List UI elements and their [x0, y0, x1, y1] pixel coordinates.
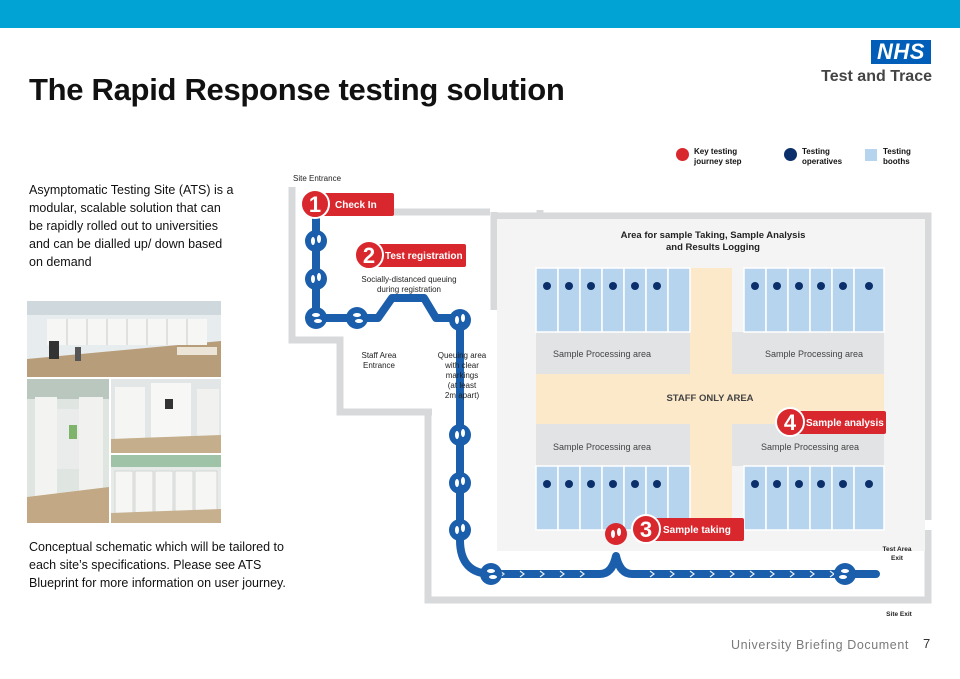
legend-booths-label: Testing booths	[883, 147, 911, 167]
step-2-label: Test registration	[385, 251, 463, 262]
step-1-number: 1	[309, 192, 321, 217]
booths-top-right	[743, 267, 885, 333]
page-title: The Rapid Response testing solution	[29, 72, 565, 107]
site-photo-booths-row	[111, 379, 221, 453]
legend-key-step-line2: journey step	[694, 157, 742, 166]
area-title-line1: Area for sample Taking, Sample Analysis	[621, 230, 806, 241]
footer-document-name: University Briefing Document	[731, 638, 909, 652]
step-1-check-in: 1 Check In	[300, 189, 394, 219]
booths-top-left	[535, 267, 691, 333]
processing-area-bottom-right: Sample Processing area	[761, 442, 859, 452]
staff-entrance-line2: Entrance	[363, 361, 396, 370]
step-3-sample-taking: 3 Sample taking	[631, 514, 744, 544]
area-title-line2: and Results Logging	[666, 242, 760, 253]
step-3-number: 3	[640, 517, 652, 542]
legend-operatives-line1: Testing	[802, 147, 830, 156]
caption-text: Conceptual schematic which will be tailo…	[29, 540, 286, 590]
legend-key-step-label: Key testing journey step	[694, 147, 742, 167]
step-4-sample-analysis: 4 Sample analysis	[775, 407, 886, 437]
queuing-line4: (at least	[448, 381, 477, 390]
queue-note-line2: during registration	[377, 285, 441, 294]
top-banner	[0, 0, 960, 28]
queuing-line3: markings	[446, 371, 478, 380]
queuing-line1: Queuing area	[438, 351, 487, 360]
footer-page-number: 7	[923, 636, 931, 651]
footprint-markers	[305, 230, 856, 585]
legend-booths-line2: booths	[883, 157, 910, 166]
test-and-trace-logo-text: Test and Trace	[821, 68, 932, 85]
queue-note-line1: Socially-distanced queuing	[361, 275, 456, 284]
legend-booths-line1: Testing	[883, 147, 911, 156]
legend-operatives-label: Testing operatives	[802, 147, 842, 167]
legend-operatives-line2: operatives	[802, 157, 843, 166]
legend-booths-square-icon	[865, 149, 877, 161]
legend-operatives-dot-icon	[784, 148, 797, 161]
step-1-label: Check In	[335, 200, 377, 211]
step-3-label: Sample taking	[663, 525, 731, 536]
site-entrance-label: Site Entrance	[293, 174, 342, 183]
test-area-exit-line1: Test Area	[883, 546, 912, 553]
booths-bottom-left	[535, 465, 691, 531]
nhs-logo: NHS	[871, 40, 931, 64]
processing-area-top-right: Sample Processing area	[765, 349, 863, 359]
step-4-number: 4	[784, 410, 797, 435]
booths-bottom-right	[743, 465, 885, 531]
test-area-exit-line2: Exit	[891, 555, 904, 562]
site-photo-booth	[27, 379, 109, 523]
staff-entrance-line1: Staff Area	[362, 351, 398, 360]
site-exit-label: Site Exit	[886, 611, 912, 618]
legend-key-step-line1: Key testing	[694, 147, 738, 156]
step-4-label: Sample analysis	[806, 418, 884, 429]
step-2-number: 2	[363, 243, 375, 268]
legend-key-step-dot-icon	[676, 148, 689, 161]
queuing-line5: 2m apart)	[445, 391, 480, 400]
step-2-test-registration: 2 Test registration	[354, 240, 466, 270]
staff-only-area-label: STAFF ONLY AREA	[666, 393, 753, 404]
processing-area-bottom-left: Sample Processing area	[553, 442, 651, 452]
processing-area-top-left: Sample Processing area	[553, 349, 651, 359]
site-photo-hall	[27, 301, 221, 377]
queuing-line2: with clear	[444, 361, 479, 370]
site-photo-booth-panels	[111, 455, 221, 523]
intro-text: Asymptomatic Testing Site (ATS) is a mod…	[29, 183, 234, 269]
